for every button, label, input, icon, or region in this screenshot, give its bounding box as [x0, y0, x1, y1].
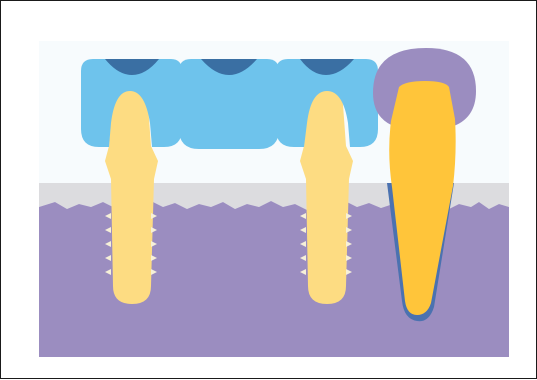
- bridge-connector-left: [173, 79, 187, 129]
- bridge-connector-right: [271, 79, 285, 129]
- crown-middle: [179, 59, 279, 149]
